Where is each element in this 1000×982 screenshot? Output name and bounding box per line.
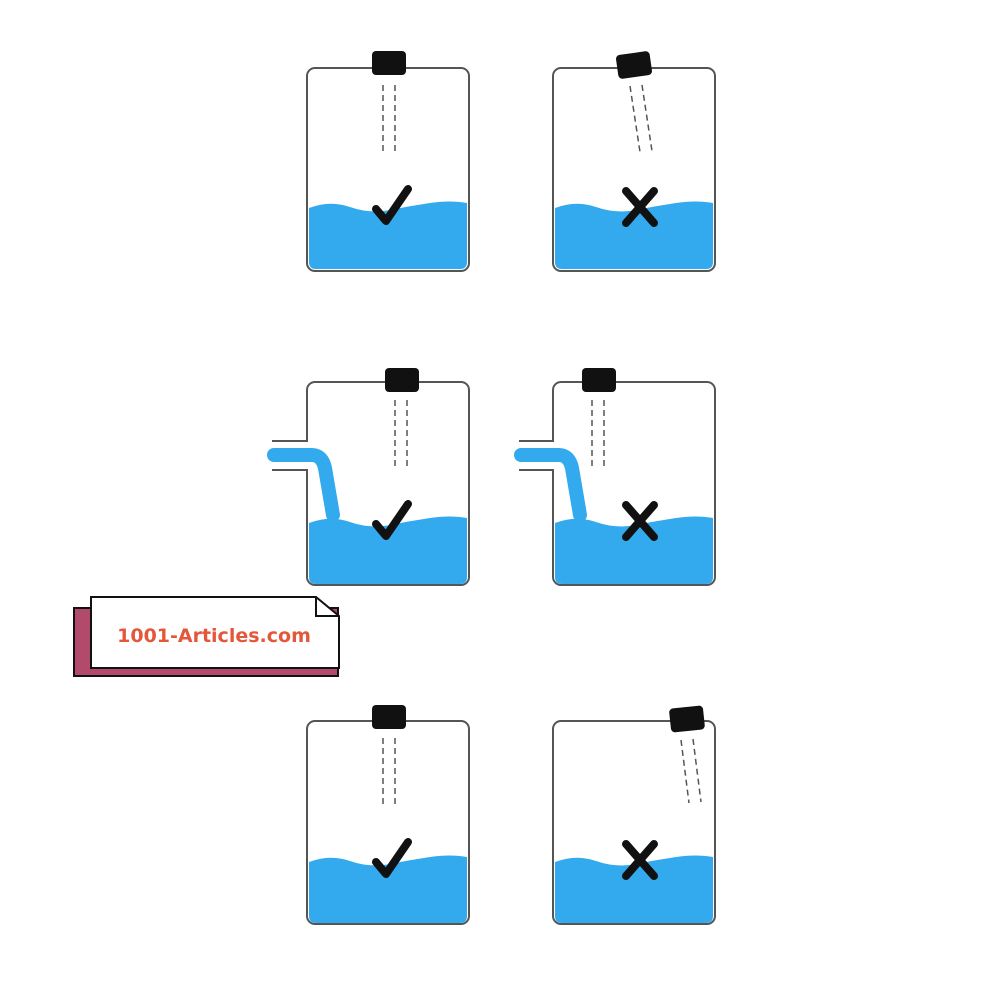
- inflow-stream: [514, 448, 587, 522]
- water-surface: [309, 201, 467, 269]
- sensor-icon: [372, 705, 406, 729]
- watermark-card: [90, 596, 340, 669]
- inlet-pipe: [272, 440, 308, 471]
- row-3: [306, 705, 716, 925]
- row-1: [306, 51, 716, 272]
- ultrasonic-beam: [680, 738, 702, 804]
- ultrasonic-beam: [382, 738, 396, 806]
- tank-correct-row-3: [306, 705, 470, 925]
- ultrasonic-beam: [394, 400, 408, 468]
- sensor-icon: [669, 705, 705, 733]
- water-surface: [309, 516, 467, 584]
- ultrasonic-beam: [382, 85, 396, 152]
- folded-corner: [315, 597, 339, 617]
- tank-correct-row-1: [306, 51, 470, 272]
- tank-wrong-row-2: [514, 368, 716, 586]
- sensor-icon: [582, 368, 616, 392]
- ultrasonic-beam: [591, 400, 605, 468]
- water-surface: [555, 855, 713, 923]
- tank-wrong-row-1: [552, 51, 716, 272]
- water-surface: [309, 855, 467, 923]
- water-surface: [555, 516, 713, 584]
- tank-correct-row-2: [267, 368, 470, 586]
- sensor-icon: [372, 51, 406, 75]
- watermark-badge: 1001-Articles.com: [73, 596, 340, 677]
- sensor-icon: [385, 368, 419, 392]
- ultrasonic-beam: [629, 84, 653, 153]
- sensor-icon: [616, 51, 652, 79]
- watermark-text: 1001-Articles.com: [117, 625, 311, 647]
- inflow-stream: [267, 448, 340, 522]
- tank-wrong-row-3: [552, 705, 716, 925]
- inlet-pipe: [519, 440, 554, 471]
- row-2: [267, 368, 716, 586]
- water-surface: [555, 201, 713, 269]
